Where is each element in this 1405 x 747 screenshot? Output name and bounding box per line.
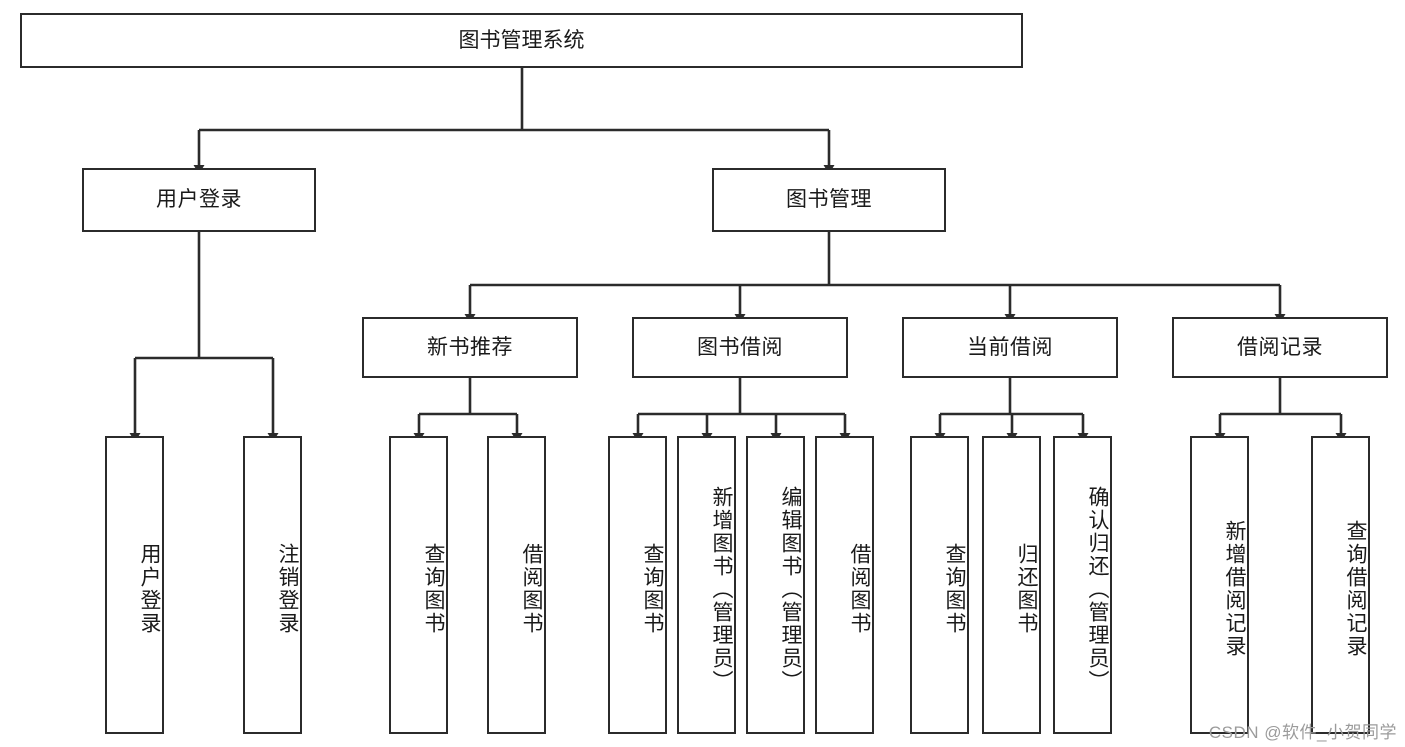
node-leaf-borrow-book[interactable]: 借阅图书 bbox=[815, 436, 874, 734]
node-label: 借阅记录 bbox=[1237, 335, 1323, 359]
node-root-system[interactable]: 图书管理系统 bbox=[20, 13, 1023, 68]
node-book-borrow[interactable]: 图书借阅 bbox=[632, 317, 848, 378]
node-label: 编辑图书（管理员） bbox=[779, 485, 802, 693]
node-leaf-return-book[interactable]: 归还图书 bbox=[982, 436, 1041, 734]
node-leaf-user-login[interactable]: 用户登录 bbox=[105, 436, 164, 734]
node-new-book-recommend[interactable]: 新书推荐 bbox=[362, 317, 578, 378]
node-label: 新增图书（管理员） bbox=[710, 485, 733, 693]
node-label: 用户登录 bbox=[138, 543, 161, 635]
node-label: 当前借阅 bbox=[967, 335, 1053, 359]
node-book-manage[interactable]: 图书管理 bbox=[712, 168, 946, 232]
node-leaf-confirm-return-admin[interactable]: 确认归还（管理员） bbox=[1053, 436, 1112, 734]
node-label: 查询图书 bbox=[641, 543, 664, 635]
node-label: 借阅图书 bbox=[848, 543, 871, 635]
node-leaf-query-book-recommend[interactable]: 查询图书 bbox=[389, 436, 448, 734]
node-label: 注销登录 bbox=[276, 543, 299, 635]
node-user-login[interactable]: 用户登录 bbox=[82, 168, 316, 232]
node-leaf-add-book-admin[interactable]: 新增图书（管理员） bbox=[677, 436, 736, 734]
node-label: 图书管理 bbox=[786, 188, 872, 212]
node-label: 图书借阅 bbox=[697, 335, 783, 359]
node-leaf-edit-book-admin[interactable]: 编辑图书（管理员） bbox=[746, 436, 805, 734]
node-leaf-add-borrow-record[interactable]: 新增借阅记录 bbox=[1190, 436, 1249, 734]
node-label: 查询图书 bbox=[422, 543, 445, 635]
node-label: 确认归还（管理员） bbox=[1086, 485, 1109, 693]
node-leaf-query-borrow-record[interactable]: 查询借阅记录 bbox=[1311, 436, 1370, 734]
node-label: 查询借阅记录 bbox=[1344, 520, 1367, 658]
node-label: 归还图书 bbox=[1015, 543, 1038, 635]
node-leaf-user-logout[interactable]: 注销登录 bbox=[243, 436, 302, 734]
node-leaf-borrow-book-recommend[interactable]: 借阅图书 bbox=[487, 436, 546, 734]
node-borrow-record[interactable]: 借阅记录 bbox=[1172, 317, 1388, 378]
watermark-text: CSDN @软件_小贺同学 bbox=[1208, 723, 1397, 742]
node-current-borrow[interactable]: 当前借阅 bbox=[902, 317, 1118, 378]
node-label: 用户登录 bbox=[156, 188, 242, 212]
node-label: 图书管理系统 bbox=[458, 28, 585, 52]
node-label: 借阅图书 bbox=[520, 543, 543, 635]
node-label: 查询图书 bbox=[943, 543, 966, 635]
node-label: 新书推荐 bbox=[427, 335, 513, 359]
node-leaf-query-book-current[interactable]: 查询图书 bbox=[910, 436, 969, 734]
node-label: 新增借阅记录 bbox=[1223, 520, 1246, 658]
node-leaf-query-book-borrow[interactable]: 查询图书 bbox=[608, 436, 667, 734]
